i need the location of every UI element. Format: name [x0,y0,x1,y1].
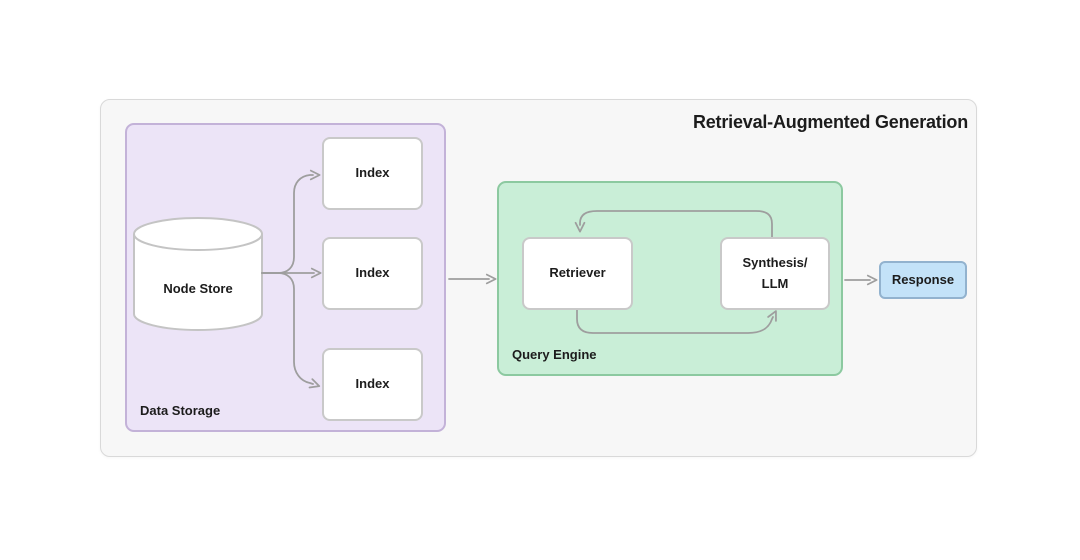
node-synthesis-line2: LLM [761,275,789,291]
node-retriever-label: Retriever [549,265,606,281]
node-node-store: Node Store [163,281,233,296]
node-retriever: Retriever [522,237,633,310]
node-index-3-label: Index [355,376,390,392]
group-data-storage-label: Data Storage [140,403,221,418]
diagram-title: Retrieval-Augmented Generation [692,112,968,132]
node-response: Response [879,261,967,299]
node-index-1-label: Index [355,165,390,181]
node-synthesis-llm: Synthesis/ LLM [720,237,830,310]
node-index-1: Index [322,137,423,210]
node-index-2: Index [322,237,423,310]
node-index-3: Index [322,348,423,421]
node-index-2-label: Index [355,265,390,281]
group-query-engine-label: Query Engine [512,347,597,362]
node-synthesis-line1: Synthesis/ [742,255,808,271]
node-response-label: Response [891,271,955,287]
